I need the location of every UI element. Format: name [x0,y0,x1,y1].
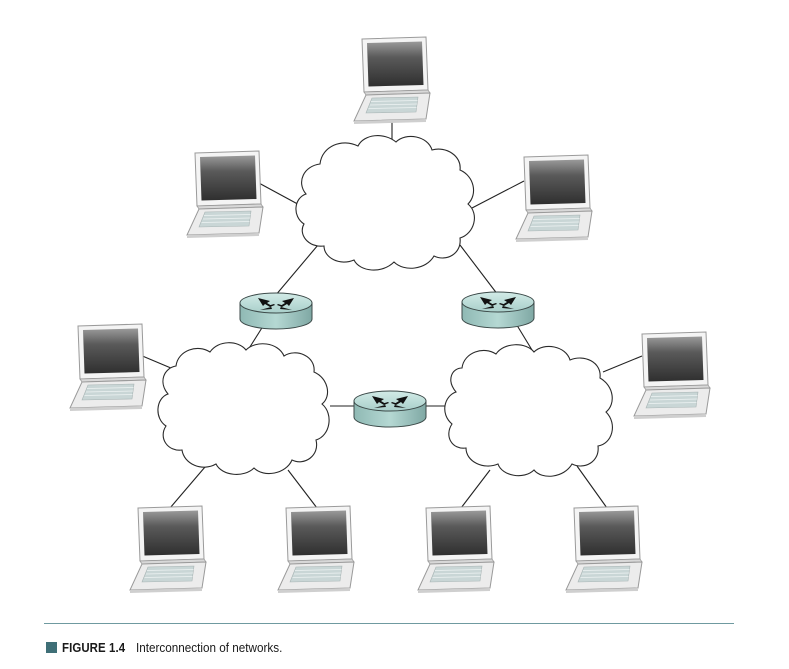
link-router-right-top [459,244,499,296]
caption-square-icon [46,641,57,653]
computer-bottom-left-1 [129,505,207,594]
link-bottom-left-2 [287,469,318,509]
figure-caption-text: Interconnection of networks. [135,639,283,655]
link-router-left-top [274,244,319,297]
link-bottom-right-2 [576,465,608,509]
link-bottom-left-1 [169,466,206,509]
router-left [239,292,313,330]
caption-divider [44,623,734,624]
cloud-top [295,135,475,271]
cloud-left [157,342,330,475]
computer-top-left [186,150,264,239]
router-right [461,291,535,329]
computer-bottom-right-1 [417,505,495,594]
computer-right [633,331,711,420]
router-middle [353,390,427,428]
link-top-right-computer [471,180,525,209]
computer-left [69,323,147,412]
cloud-right [444,344,613,477]
figure-caption: FIGURE 1.4 Interconnection of networks. [46,636,298,658]
computer-bottom-left-2 [277,505,355,594]
computer-top [353,36,431,125]
link-bottom-right-1 [460,469,491,509]
link-right-computer [602,355,643,373]
computer-top-right [515,154,593,243]
figure-label: FIGURE 1.4 [62,639,126,655]
computer-bottom-right-2 [565,505,643,594]
